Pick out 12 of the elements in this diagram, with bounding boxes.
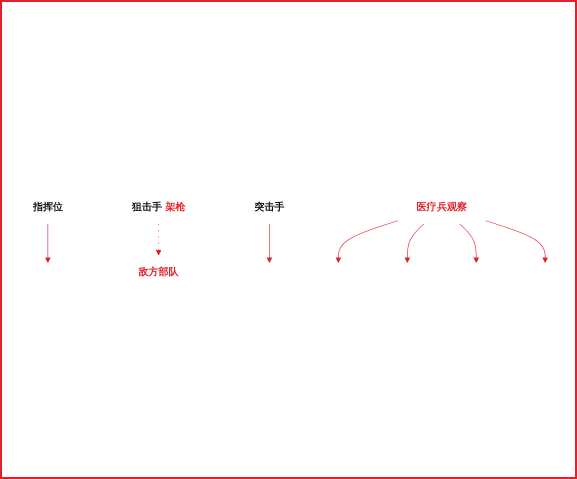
arrow — [484, 220, 548, 263]
text-label: 指挥位 — [32, 200, 62, 213]
text-label: 狙击手 架枪 — [131, 200, 185, 213]
arrow — [44, 224, 50, 263]
arrow — [404, 224, 424, 263]
arrow — [266, 224, 272, 263]
text-label: 突击手 — [254, 200, 284, 213]
arrow — [335, 220, 398, 263]
text-label: 敌方部队 — [138, 266, 178, 278]
text-label: 医疗兵观察 — [416, 200, 466, 213]
arrow — [155, 224, 161, 256]
arrow — [458, 224, 478, 263]
